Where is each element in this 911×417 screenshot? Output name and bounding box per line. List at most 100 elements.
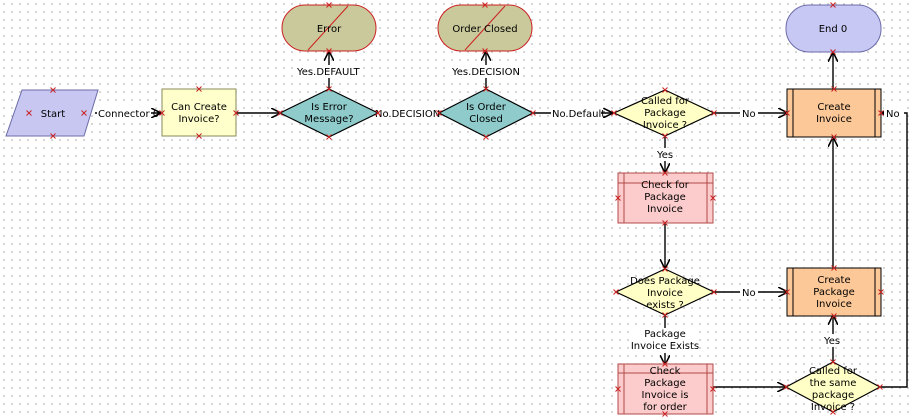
- connection-handle[interactable]: [784, 289, 790, 295]
- connection-handle[interactable]: [711, 110, 717, 116]
- connection-handle[interactable]: [710, 386, 716, 392]
- connection-handle[interactable]: [662, 266, 668, 272]
- node-check-package-label-1: Check for: [641, 180, 690, 191]
- node-called-same-package[interactable]: Called for the same package Invoice ?: [784, 361, 882, 413]
- connection-handle[interactable]: [662, 312, 668, 318]
- node-create-invoice[interactable]: Create Invoice: [786, 88, 882, 138]
- connection-handle[interactable]: [611, 110, 617, 116]
- node-create-package-label-3: Invoice: [816, 299, 852, 310]
- connection-handle[interactable]: [233, 110, 239, 116]
- edge-label-no-2: No: [742, 288, 756, 299]
- connection-handle[interactable]: [483, 86, 489, 92]
- connection-handle[interactable]: [662, 170, 668, 176]
- connection-handle[interactable]: [50, 133, 56, 139]
- edge-label-connector0: Connector 0: [98, 109, 159, 120]
- connection-handle[interactable]: [831, 86, 837, 92]
- connection-handle[interactable]: [831, 313, 837, 319]
- connection-handle[interactable]: [436, 110, 442, 116]
- node-check-package-label-3: Invoice: [647, 204, 683, 215]
- connection-handle[interactable]: [326, 86, 332, 92]
- connection-handle[interactable]: [878, 110, 884, 116]
- connection-handle[interactable]: [830, 2, 836, 8]
- node-check-package-invoice[interactable]: Check for Package Invoice: [617, 172, 714, 224]
- edge-label-no-decision: No.DECISION: [375, 109, 440, 120]
- node-is-error-message[interactable]: Is Error Message?: [278, 88, 380, 138]
- node-called-for-package[interactable]: Called for Package Invoice ?: [612, 89, 716, 137]
- edge-label-yes-2: Yes: [823, 336, 840, 347]
- node-error-end[interactable]: Error: [281, 4, 377, 52]
- node-is-error-label-1: Is Error: [311, 102, 348, 113]
- node-create-package-label-2: Package: [813, 287, 854, 298]
- node-end0-label: End 0: [819, 24, 848, 35]
- connection-handle[interactable]: [482, 2, 488, 8]
- connection-handle[interactable]: [878, 289, 884, 295]
- edge-called-same-to-create-invoice[interactable]: [880, 113, 908, 388]
- node-does-package-exists[interactable]: Does Package Invoice exists ?: [614, 268, 716, 316]
- connection-handle[interactable]: [831, 134, 837, 140]
- node-check-invoice-order[interactable]: Check Package Invoice is for order: [617, 363, 714, 415]
- connection-handle[interactable]: [482, 48, 488, 54]
- node-check-order-label-1: Check: [650, 366, 681, 377]
- connection-handle[interactable]: [613, 289, 619, 295]
- connection-handle[interactable]: [81, 110, 87, 116]
- connection-handle[interactable]: [830, 359, 836, 365]
- node-order-closed-label: Order Closed: [452, 24, 517, 35]
- edge-label-package-invoice-exists-2: Invoice Exists: [631, 341, 699, 352]
- connection-handle[interactable]: [711, 289, 717, 295]
- node-check-package-label-2: Package: [644, 192, 685, 203]
- connection-handle[interactable]: [326, 48, 332, 54]
- edge-label-no-3: No: [886, 109, 900, 120]
- connection-handle[interactable]: [196, 133, 202, 139]
- connection-handle[interactable]: [662, 361, 668, 367]
- edge-label-package-invoice-exists-1: Package: [644, 329, 685, 340]
- connection-handle[interactable]: [830, 409, 836, 415]
- node-start[interactable]: Start: [5, 89, 99, 137]
- connection-handle[interactable]: [326, 2, 332, 8]
- node-can-create-label-1: Can Create: [171, 102, 227, 113]
- node-is-order-closed-label-2: Closed: [469, 114, 503, 125]
- node-called-same-label-4: Invoice ?: [811, 402, 855, 413]
- node-can-create-label-2: Invoice?: [178, 114, 219, 125]
- connection-handle[interactable]: [710, 195, 716, 201]
- connection-handle[interactable]: [615, 386, 621, 392]
- connection-handle[interactable]: [483, 134, 489, 140]
- node-end0[interactable]: End 0: [785, 4, 882, 53]
- node-start-label: Start: [41, 109, 66, 120]
- node-order-closed-end[interactable]: Order Closed: [437, 4, 533, 52]
- connection-handle[interactable]: [783, 384, 789, 390]
- node-create-package-invoice[interactable]: Create Package Invoice: [786, 267, 882, 317]
- node-create-invoice-label-1: Create: [817, 102, 850, 113]
- node-called-for-package-label-1: Called for: [641, 96, 690, 107]
- node-error-label: Error: [317, 24, 342, 35]
- edge-label-no-1: No: [742, 109, 756, 120]
- connection-handle[interactable]: [375, 110, 381, 116]
- node-called-same-label-2: the same: [810, 378, 857, 389]
- connection-handle[interactable]: [50, 87, 56, 93]
- edge-label-yes-default: Yes.DEFAULT: [296, 67, 361, 78]
- connection-handle[interactable]: [326, 134, 332, 140]
- connection-handle[interactable]: [530, 110, 536, 116]
- connection-handle[interactable]: [26, 110, 32, 116]
- node-can-create-invoice[interactable]: Can Create Invoice?: [161, 88, 237, 137]
- connection-handle[interactable]: [277, 110, 283, 116]
- node-does-package-exists-label-2: Invoice: [647, 288, 683, 299]
- connection-handle[interactable]: [831, 265, 837, 271]
- connection-handle[interactable]: [784, 110, 790, 116]
- connection-handle[interactable]: [830, 49, 836, 55]
- connection-handle[interactable]: [196, 86, 202, 92]
- edge-label-no-default: No.Default: [552, 109, 605, 120]
- node-is-error-label-2: Message?: [304, 114, 353, 125]
- connection-handle[interactable]: [877, 384, 883, 390]
- edge-label-yes-1: Yes: [656, 150, 673, 161]
- node-is-order-closed[interactable]: Is Order Closed: [437, 88, 535, 138]
- node-create-invoice-label-2: Invoice: [816, 114, 852, 125]
- connection-handles: [26, 2, 884, 417]
- connection-handle[interactable]: [662, 411, 668, 417]
- connection-handle[interactable]: [662, 220, 668, 226]
- connection-handle[interactable]: [662, 133, 668, 139]
- connection-handle[interactable]: [615, 195, 621, 201]
- node-is-order-closed-label-1: Is Order: [466, 102, 507, 113]
- connection-handle[interactable]: [662, 87, 668, 93]
- connection-handle[interactable]: [159, 110, 165, 116]
